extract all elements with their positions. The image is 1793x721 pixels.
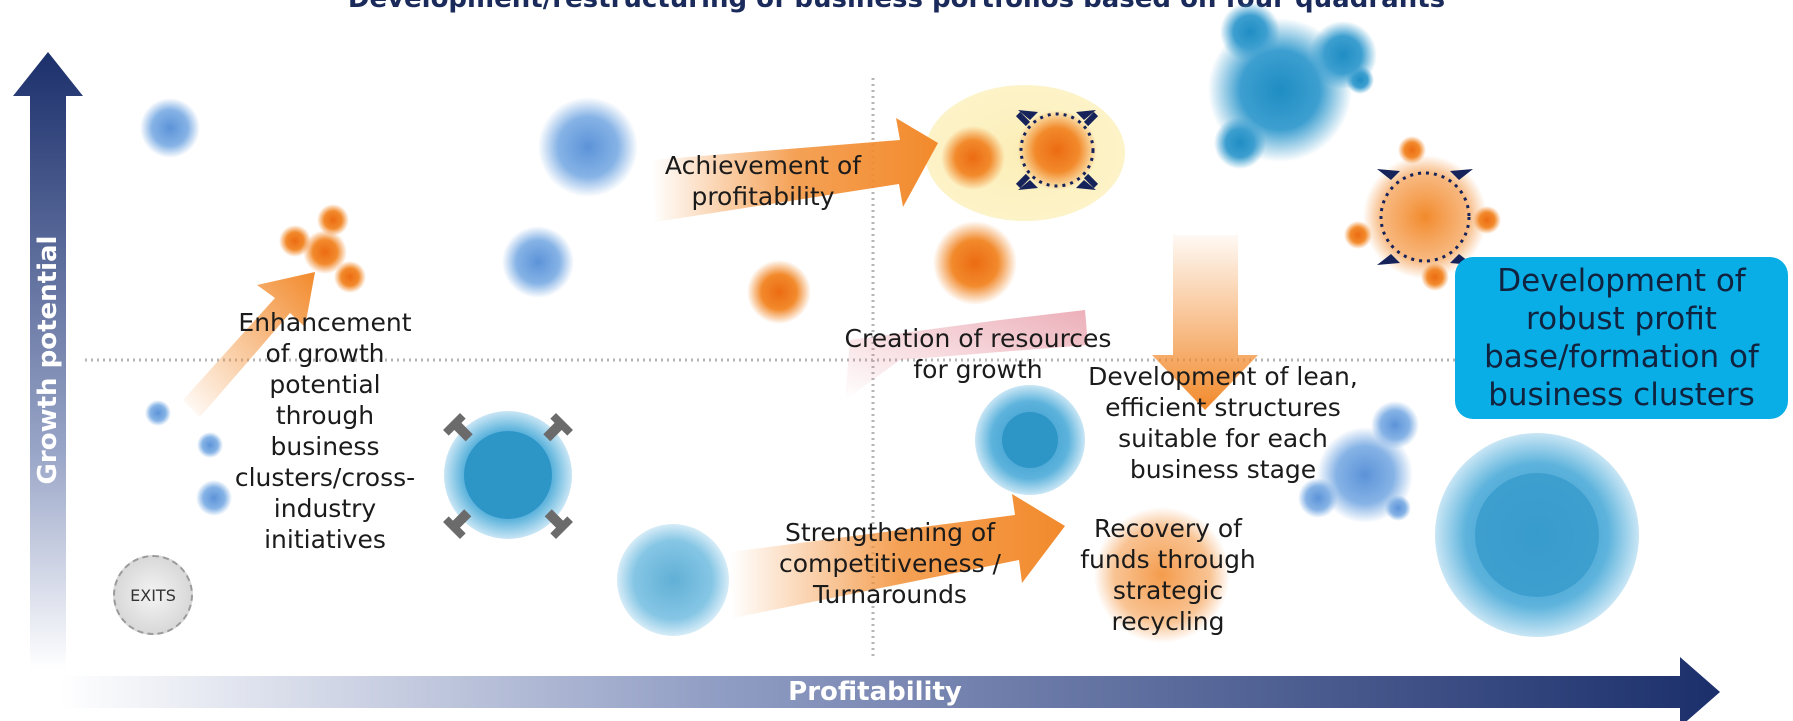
bubble-lightblue-mid [502,226,574,298]
bubble-orange-right-b [1344,221,1372,249]
bubble-lightblue-bottom [617,524,729,636]
bubble-blue-large-right-core [1475,473,1599,597]
achievement-arrow [652,118,938,222]
bubble-orange-cluster-2 [279,225,311,257]
bubble-blue-small [140,98,200,158]
bubble-orange-mid [747,260,811,324]
creation-label: Creation of resources for growth [844,324,1112,384]
strengthening-label: Strengthening of competitiveness / Turna… [779,518,1001,609]
bubble-lightblue-large [538,97,638,197]
y-axis-arrow [13,52,83,670]
bubble-orange-cluster-3 [303,230,347,274]
lean-arrow [1152,235,1258,410]
creation-arrow [845,310,1088,400]
bubble-orange-recovery [1094,507,1230,643]
diagram-title: Development/restructuring of business po… [0,0,1793,14]
bubble-blue-cluster-c [1214,117,1266,169]
x-axis-label: Profitability [788,677,962,707]
bubble-lightblue-cluster-b [1298,478,1338,518]
expansion-ring-2 [1379,171,1471,263]
exits-badge: EXITS [113,555,193,635]
bubble-blue-cluster-d [1346,66,1374,94]
bubble-orange-right-c [1473,206,1501,234]
bubble-blue-shrinking-core [464,431,552,519]
bubble-blue-tiny-3 [196,480,232,516]
bubble-blue-tiny-2 [197,432,223,458]
bubble-orange-right-d [1421,263,1449,291]
enhancement-label: Enhancement of growth potential through … [234,308,416,554]
strengthening-arrow [730,494,1065,618]
bubble-blue-cluster-a [1220,2,1280,62]
enhancement-arrow [183,272,315,417]
y-axis-label: Growth potential [33,235,63,485]
bubble-orange-center [933,221,1017,305]
bubble-orange-right-a [1398,136,1426,164]
lean-label: Development of lean, efficient structure… [1088,362,1358,484]
achievement-label: Achievement of profitability [664,151,862,211]
bubble-lightblue-cluster-a [1371,401,1419,449]
expansion-ring-1 [1019,112,1095,188]
bubble-orange-achieved-1 [941,126,1005,190]
callout-box: Development of robust profit base/format… [1455,257,1788,419]
bubble-lightblue-cluster-c [1385,495,1411,521]
bubble-orange-cluster-1 [317,204,349,236]
bubble-blue-tiny-1 [145,400,171,426]
bubble-orange-cluster-4 [334,261,366,293]
recovery-label: Recovery of funds through strategic recy… [1080,514,1256,636]
bubble-blue-center-core [1002,412,1058,468]
expand-arrows-icon [1015,110,1099,190]
contract-arrows-icon [443,413,573,539]
bubble-orange-achieved-2 [1017,110,1097,190]
x-axis-arrow [60,657,1720,721]
